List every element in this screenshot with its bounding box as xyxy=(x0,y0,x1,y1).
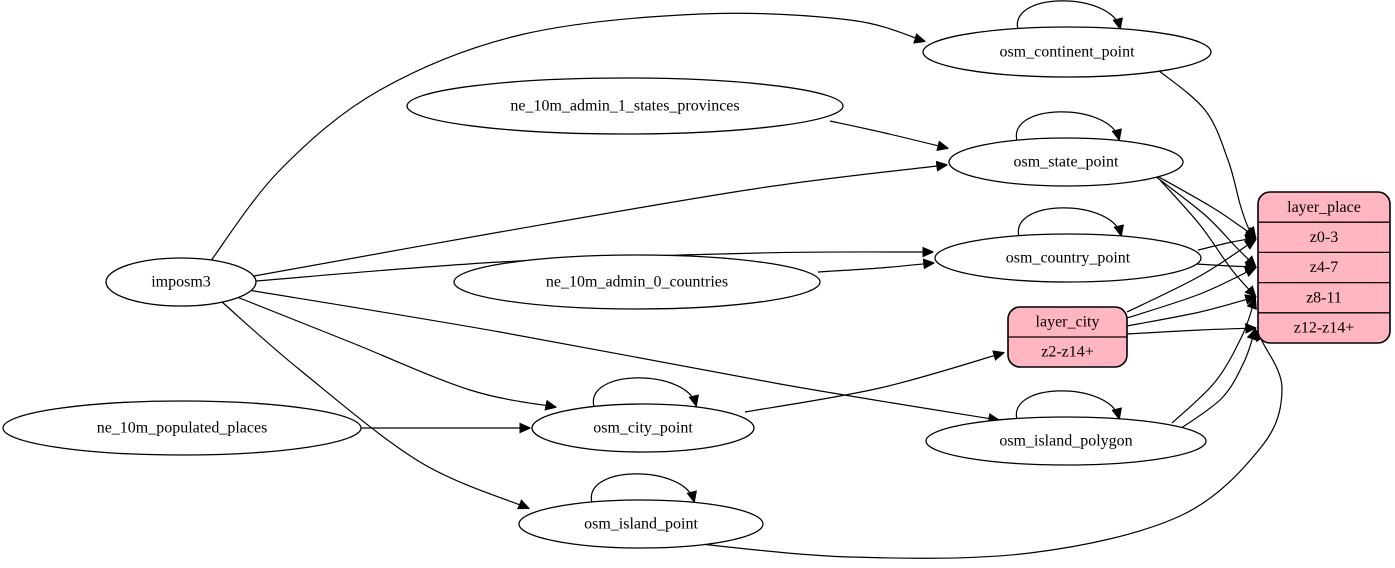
node-osm_continent_point: osm_continent_point xyxy=(922,26,1212,78)
edge-osm_island_point-to-layer_place-z12-z14+ xyxy=(689,331,1283,559)
record-header-layer_city: layer_city xyxy=(1036,314,1100,331)
edge-ne_10m_admin_0_countries-to-osm_country_point xyxy=(817,263,933,273)
edge-layer_city-to-layer_place-z0-3 xyxy=(1126,240,1255,313)
node-ne_10m_populated_places: ne_10m_populated_places xyxy=(2,400,362,456)
table-ellipse-osm_state_point xyxy=(948,137,1184,187)
edge-osm_island_polygon-to-layer_place-z12-z14+ xyxy=(1179,330,1255,430)
table-ellipse-ne_10m_admin_0_countries xyxy=(453,254,821,310)
table-ellipse-ne_10m_populated_places xyxy=(2,400,362,456)
record-row-layer_place-z4-7: z4-7 xyxy=(1310,259,1338,276)
node-ne_10m_admin_0_countries: ne_10m_admin_0_countries xyxy=(453,254,821,310)
node-osm_island_point: osm_island_point xyxy=(518,499,764,549)
self-loop-osm_island_polygon xyxy=(1015,390,1119,424)
node-label-osm_country_point: osm_country_point xyxy=(1006,250,1131,267)
table-ellipse-osm_country_point xyxy=(934,233,1202,283)
edge-layer_city-to-layer_place-z8-11 xyxy=(1126,297,1255,327)
node-label-ne_10m_admin_1_states_provinces: ne_10m_admin_1_states_provinces xyxy=(510,98,739,115)
node-layer: imposm3 ne_10m_admin_1_states_provincesne… xyxy=(2,26,1391,549)
table-ellipse-osm_island_point xyxy=(518,499,764,549)
edge-osm_state_point-to-layer_place-z8-11 xyxy=(1159,179,1255,296)
edge-layer xyxy=(209,0,1283,559)
edge-osm_country_point-to-layer_place-z4-7 xyxy=(1195,264,1255,267)
table-ellipse-osm_island_polygon xyxy=(925,416,1207,466)
table-ellipse-imposm3 xyxy=(105,257,257,307)
edge-imposm3-to-osm_city_point xyxy=(236,296,555,407)
edge-layer_city-to-layer_place-z12-z14+ xyxy=(1126,328,1255,335)
self-loop-osm_island_point xyxy=(590,473,694,507)
edge-osm_state_point-to-layer_place-z4-7 xyxy=(1154,175,1255,266)
table-ellipse-ne_10m_admin_1_states_provinces xyxy=(406,77,844,135)
node-osm_country_point: osm_country_point xyxy=(934,233,1202,283)
self-loop-osm_country_point xyxy=(1017,207,1121,241)
record-box-layer_place xyxy=(1257,191,1391,344)
node-label-osm_island_polygon: osm_island_polygon xyxy=(999,433,1132,450)
edge-imposm3-to-osm_state_point xyxy=(253,165,946,277)
edge-osm_city_point-to-layer_city-z2-z14+ xyxy=(744,353,1003,413)
edge-osm_state_point-to-layer_place-z0-3 xyxy=(1149,171,1255,237)
node-label-ne_10m_admin_0_countries: ne_10m_admin_0_countries xyxy=(546,274,728,291)
node-osm_island_polygon: osm_island_polygon xyxy=(925,416,1207,466)
node-label-osm_state_point: osm_state_point xyxy=(1014,154,1119,171)
node-layer_city: layer_city z2-z14+ xyxy=(1007,306,1128,368)
node-layer_place: layer_place z0-3 z4-7 z8-11 z12-z14+ xyxy=(1257,191,1391,344)
node-osm_state_point: osm_state_point xyxy=(948,137,1184,187)
node-label-imposm3: imposm3 xyxy=(151,274,211,291)
node-label-osm_continent_point: osm_continent_point xyxy=(999,44,1135,61)
node-label-ne_10m_populated_places: ne_10m_populated_places xyxy=(97,420,268,437)
edge-osm_island_polygon-to-layer_place-z8-11 xyxy=(1171,299,1255,424)
record-row-layer_place-z8-11: z8-11 xyxy=(1306,289,1342,306)
table-ellipse-osm_city_point xyxy=(531,403,755,453)
record-row-layer_city-z2-z14+: z2-z14+ xyxy=(1041,344,1094,361)
edge-osm_country_point-to-layer_place-z0-3 xyxy=(1197,238,1255,251)
self-loop-osm_city_point xyxy=(592,377,696,411)
edge-layer_city-to-layer_place-z4-7 xyxy=(1126,268,1255,319)
self-loop-osm_state_point xyxy=(1015,111,1119,145)
node-osm_city_point: osm_city_point xyxy=(531,403,755,453)
record-row-layer_place-z0-3: z0-3 xyxy=(1310,229,1338,246)
record-header-layer_place: layer_place xyxy=(1287,199,1361,216)
edge-imposm3-to-osm_island_polygon xyxy=(247,289,998,420)
edge-imposm3-to-osm_continent_point xyxy=(209,12,924,263)
table-ellipse-osm_continent_point xyxy=(922,26,1212,78)
node-imposm3: imposm3 xyxy=(105,257,257,307)
edge-ne_10m_admin_1_states_provinces-to-osm_state_point xyxy=(829,120,947,148)
node-ne_10m_admin_1_states_provinces: ne_10m_admin_1_states_provinces xyxy=(406,77,844,135)
self-loop-osm_continent_point xyxy=(1016,0,1120,34)
node-label-osm_island_point: osm_island_point xyxy=(584,516,698,533)
node-label-osm_city_point: osm_city_point xyxy=(593,420,693,437)
record-row-layer_place-z12-z14+: z12-z14+ xyxy=(1294,320,1355,337)
edge-imposm3-to-osm_island_point xyxy=(221,301,528,508)
